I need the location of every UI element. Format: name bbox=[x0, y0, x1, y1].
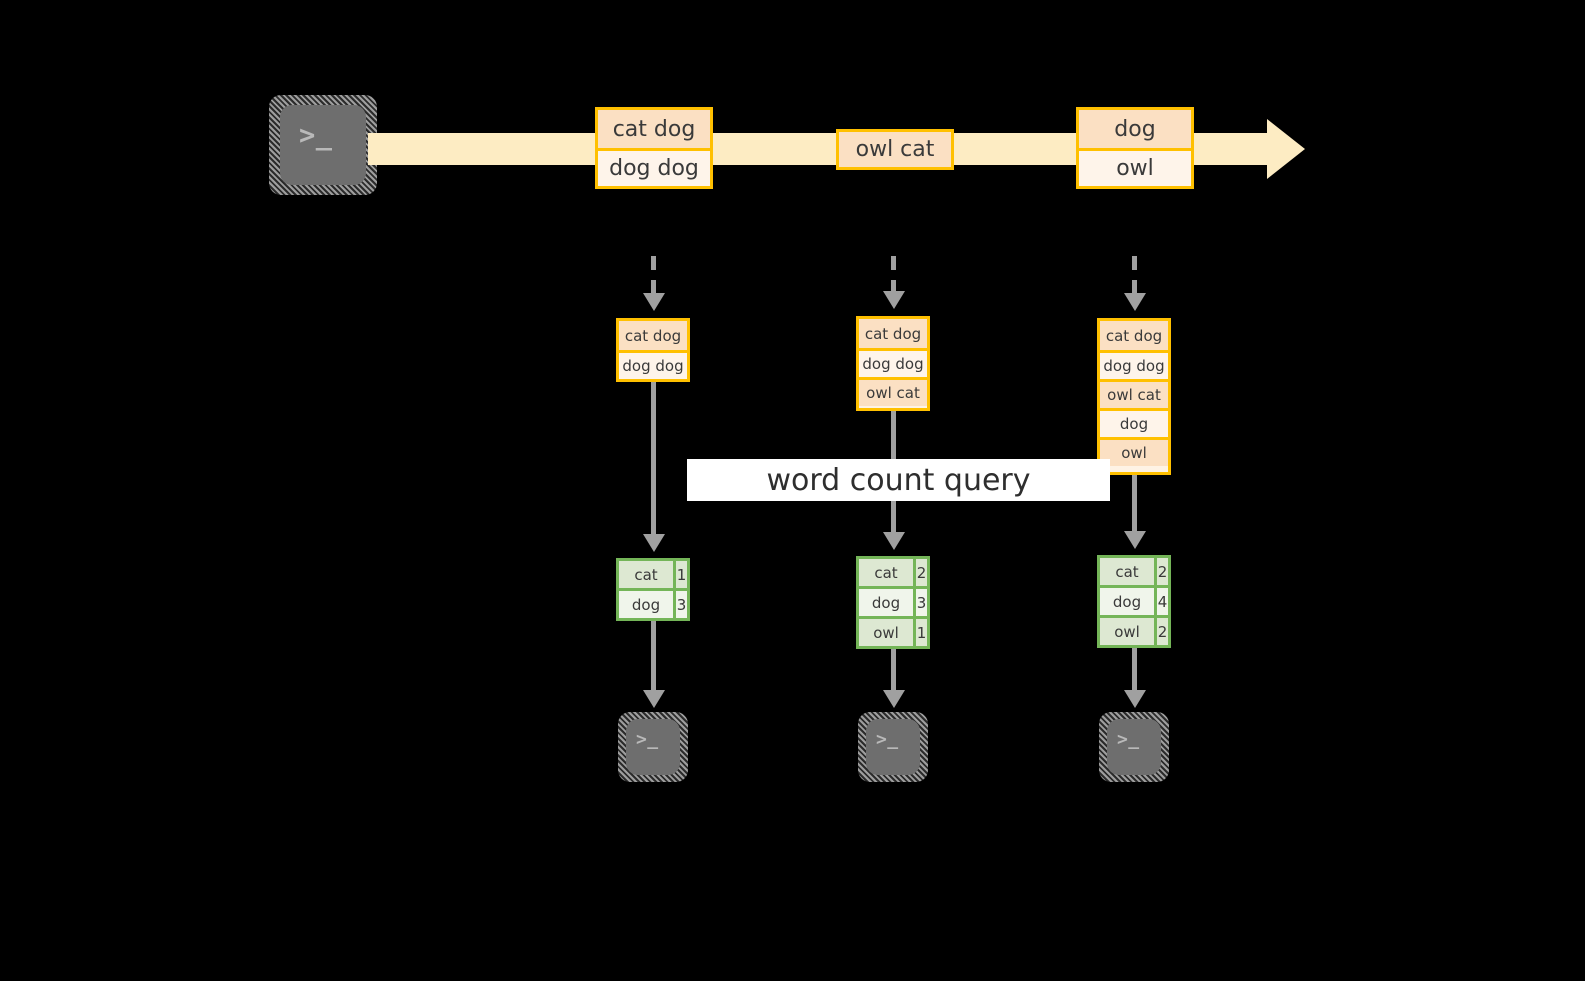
snapshot-1-buffer[interactable]: cat dog dog dog bbox=[616, 318, 690, 382]
snapshot-3-buffer[interactable]: cat dog dog dog owl cat dog owl bbox=[1097, 318, 1171, 475]
snapshot-3-sink-arrowhead bbox=[1124, 690, 1146, 708]
terminal-prompt-glyph: >_ bbox=[876, 729, 899, 750]
snapshot-3-result-table[interactable]: cat 2 dog 4 owl 2 bbox=[1097, 555, 1171, 648]
table-row: dog 3 bbox=[859, 586, 927, 616]
snapshot-3-tap-arrowhead bbox=[1124, 293, 1146, 311]
stream-record-3[interactable]: dog owl bbox=[1076, 107, 1194, 189]
snapshot-3-buffer-row-1: cat dog bbox=[1100, 321, 1168, 350]
snapshot-3-buffer-row-3: owl cat bbox=[1100, 379, 1168, 408]
stream-record-3-line-2: owl bbox=[1079, 148, 1191, 186]
stream-record-2-line-1: owl cat bbox=[839, 132, 951, 167]
snapshot-1-query-arrowhead bbox=[643, 534, 665, 552]
snapshot-2-row-2-count: 3 bbox=[913, 589, 927, 616]
snapshot-1-row-1-word: cat bbox=[619, 561, 673, 588]
snapshot-3-buffer-row-4: dog bbox=[1100, 408, 1168, 437]
snapshot-3-query-arrowhead bbox=[1124, 531, 1146, 549]
table-row: owl 2 bbox=[1100, 615, 1168, 645]
snapshot-2-row-1-count: 2 bbox=[913, 559, 927, 586]
snapshot-3-row-3-count: 2 bbox=[1154, 618, 1168, 645]
snapshot-1-result-table[interactable]: cat 1 dog 3 bbox=[616, 558, 690, 621]
snapshot-3-tap-line bbox=[1132, 256, 1137, 298]
snapshot-3-buffer-row-2: dog dog bbox=[1100, 350, 1168, 379]
terminal-body bbox=[626, 719, 680, 775]
snapshot-2-buffer-row-3: owl cat bbox=[859, 377, 927, 406]
snapshot-1-query-line bbox=[651, 382, 656, 538]
snapshot-2-tap-arrowhead bbox=[883, 291, 905, 309]
source-terminal-icon: >_ bbox=[269, 95, 377, 195]
snapshot-1-sink-terminal-icon: >_ bbox=[618, 712, 688, 782]
table-row: cat 2 bbox=[1100, 558, 1168, 585]
snapshot-2-row-2-word: dog bbox=[859, 589, 913, 616]
snapshot-2-buffer-row-2: dog dog bbox=[859, 348, 927, 377]
snapshot-2-tap-line bbox=[891, 256, 896, 296]
snapshot-2-row-1-word: cat bbox=[859, 559, 913, 586]
snapshot-1-row-2-count: 3 bbox=[673, 591, 687, 618]
snapshot-2-buffer-row-1: cat dog bbox=[859, 319, 927, 348]
stream-record-1-line-2: dog dog bbox=[598, 148, 710, 186]
terminal-prompt-glyph: >_ bbox=[636, 729, 659, 750]
snapshot-1-sink-line bbox=[651, 621, 656, 693]
snapshot-3-row-1-count: 2 bbox=[1154, 558, 1168, 585]
snapshot-3-row-1-word: cat bbox=[1100, 558, 1154, 585]
stream-arrowhead bbox=[1267, 119, 1305, 179]
snapshot-3-sink-line bbox=[1132, 648, 1137, 693]
snapshot-3-query-line bbox=[1132, 475, 1137, 535]
stream-record-1-line-1: cat dog bbox=[598, 110, 710, 148]
snapshot-1-tap-arrowhead bbox=[643, 293, 665, 311]
terminal-prompt-glyph: >_ bbox=[299, 120, 333, 151]
snapshot-1-buffer-row-2: dog dog bbox=[619, 350, 687, 379]
snapshot-1-sink-arrowhead bbox=[643, 690, 665, 708]
snapshot-2-sink-terminal-icon: >_ bbox=[858, 712, 928, 782]
table-row: dog 3 bbox=[619, 588, 687, 618]
snapshot-2-sink-line bbox=[891, 649, 896, 693]
table-row: cat 1 bbox=[619, 561, 687, 588]
snapshot-2-result-table[interactable]: cat 2 dog 3 owl 1 bbox=[856, 556, 930, 649]
terminal-body bbox=[280, 105, 366, 185]
table-row: cat 2 bbox=[859, 559, 927, 586]
terminal-body bbox=[866, 719, 920, 775]
snapshot-2-query-arrowhead bbox=[883, 532, 905, 550]
stream-record-1[interactable]: cat dog dog dog bbox=[595, 107, 713, 189]
snapshot-1-row-1-count: 1 bbox=[673, 561, 687, 588]
snapshot-2-row-3-count: 1 bbox=[913, 619, 927, 646]
snapshot-2-sink-arrowhead bbox=[883, 690, 905, 708]
table-row: dog 4 bbox=[1100, 585, 1168, 615]
snapshot-1-tap-line bbox=[651, 256, 656, 298]
stream-record-3-line-1: dog bbox=[1079, 110, 1191, 148]
snapshot-3-row-3-word: owl bbox=[1100, 618, 1154, 645]
snapshot-1-buffer-row-1: cat dog bbox=[619, 321, 687, 350]
snapshot-3-sink-terminal-icon: >_ bbox=[1099, 712, 1169, 782]
snapshot-2-buffer[interactable]: cat dog dog dog owl cat bbox=[856, 316, 930, 411]
snapshot-1-row-2-word: dog bbox=[619, 591, 673, 618]
terminal-body bbox=[1107, 719, 1161, 775]
stream-record-2[interactable]: owl cat bbox=[836, 129, 954, 170]
snapshot-3-row-2-count: 4 bbox=[1154, 588, 1168, 615]
table-row: owl 1 bbox=[859, 616, 927, 646]
query-label: word count query bbox=[687, 459, 1110, 501]
terminal-prompt-glyph: >_ bbox=[1117, 729, 1140, 750]
snapshot-2-row-3-word: owl bbox=[859, 619, 913, 646]
snapshot-3-buffer-row-5: owl bbox=[1100, 437, 1168, 466]
snapshot-3-row-2-word: dog bbox=[1100, 588, 1154, 615]
